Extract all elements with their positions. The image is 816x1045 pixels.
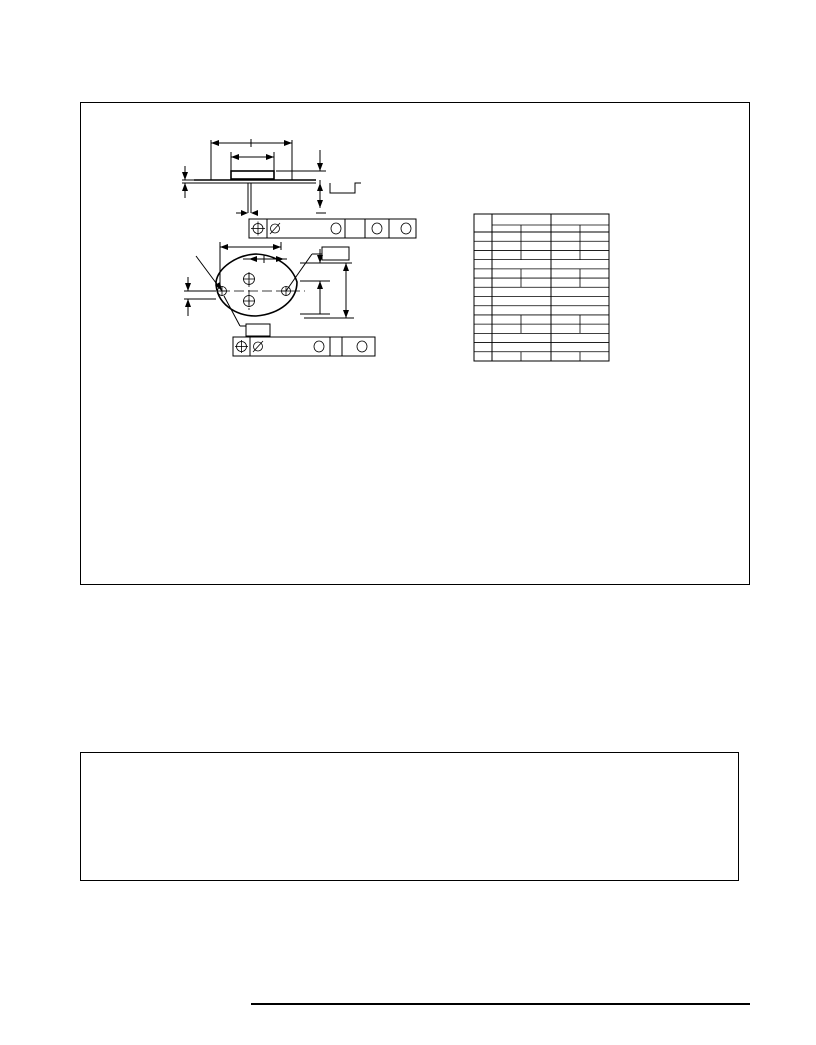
- feature-control-frame-1: [248, 218, 417, 239]
- datum-box-top: [321, 246, 350, 261]
- dimension-table: [473, 213, 610, 362]
- feature-control-frame-2: [232, 336, 376, 357]
- datum-box-bottom: [245, 323, 271, 337]
- footer-rule: [251, 1003, 750, 1005]
- notes-panel: [80, 752, 739, 881]
- side-view: [182, 139, 361, 216]
- top-view: [184, 242, 354, 327]
